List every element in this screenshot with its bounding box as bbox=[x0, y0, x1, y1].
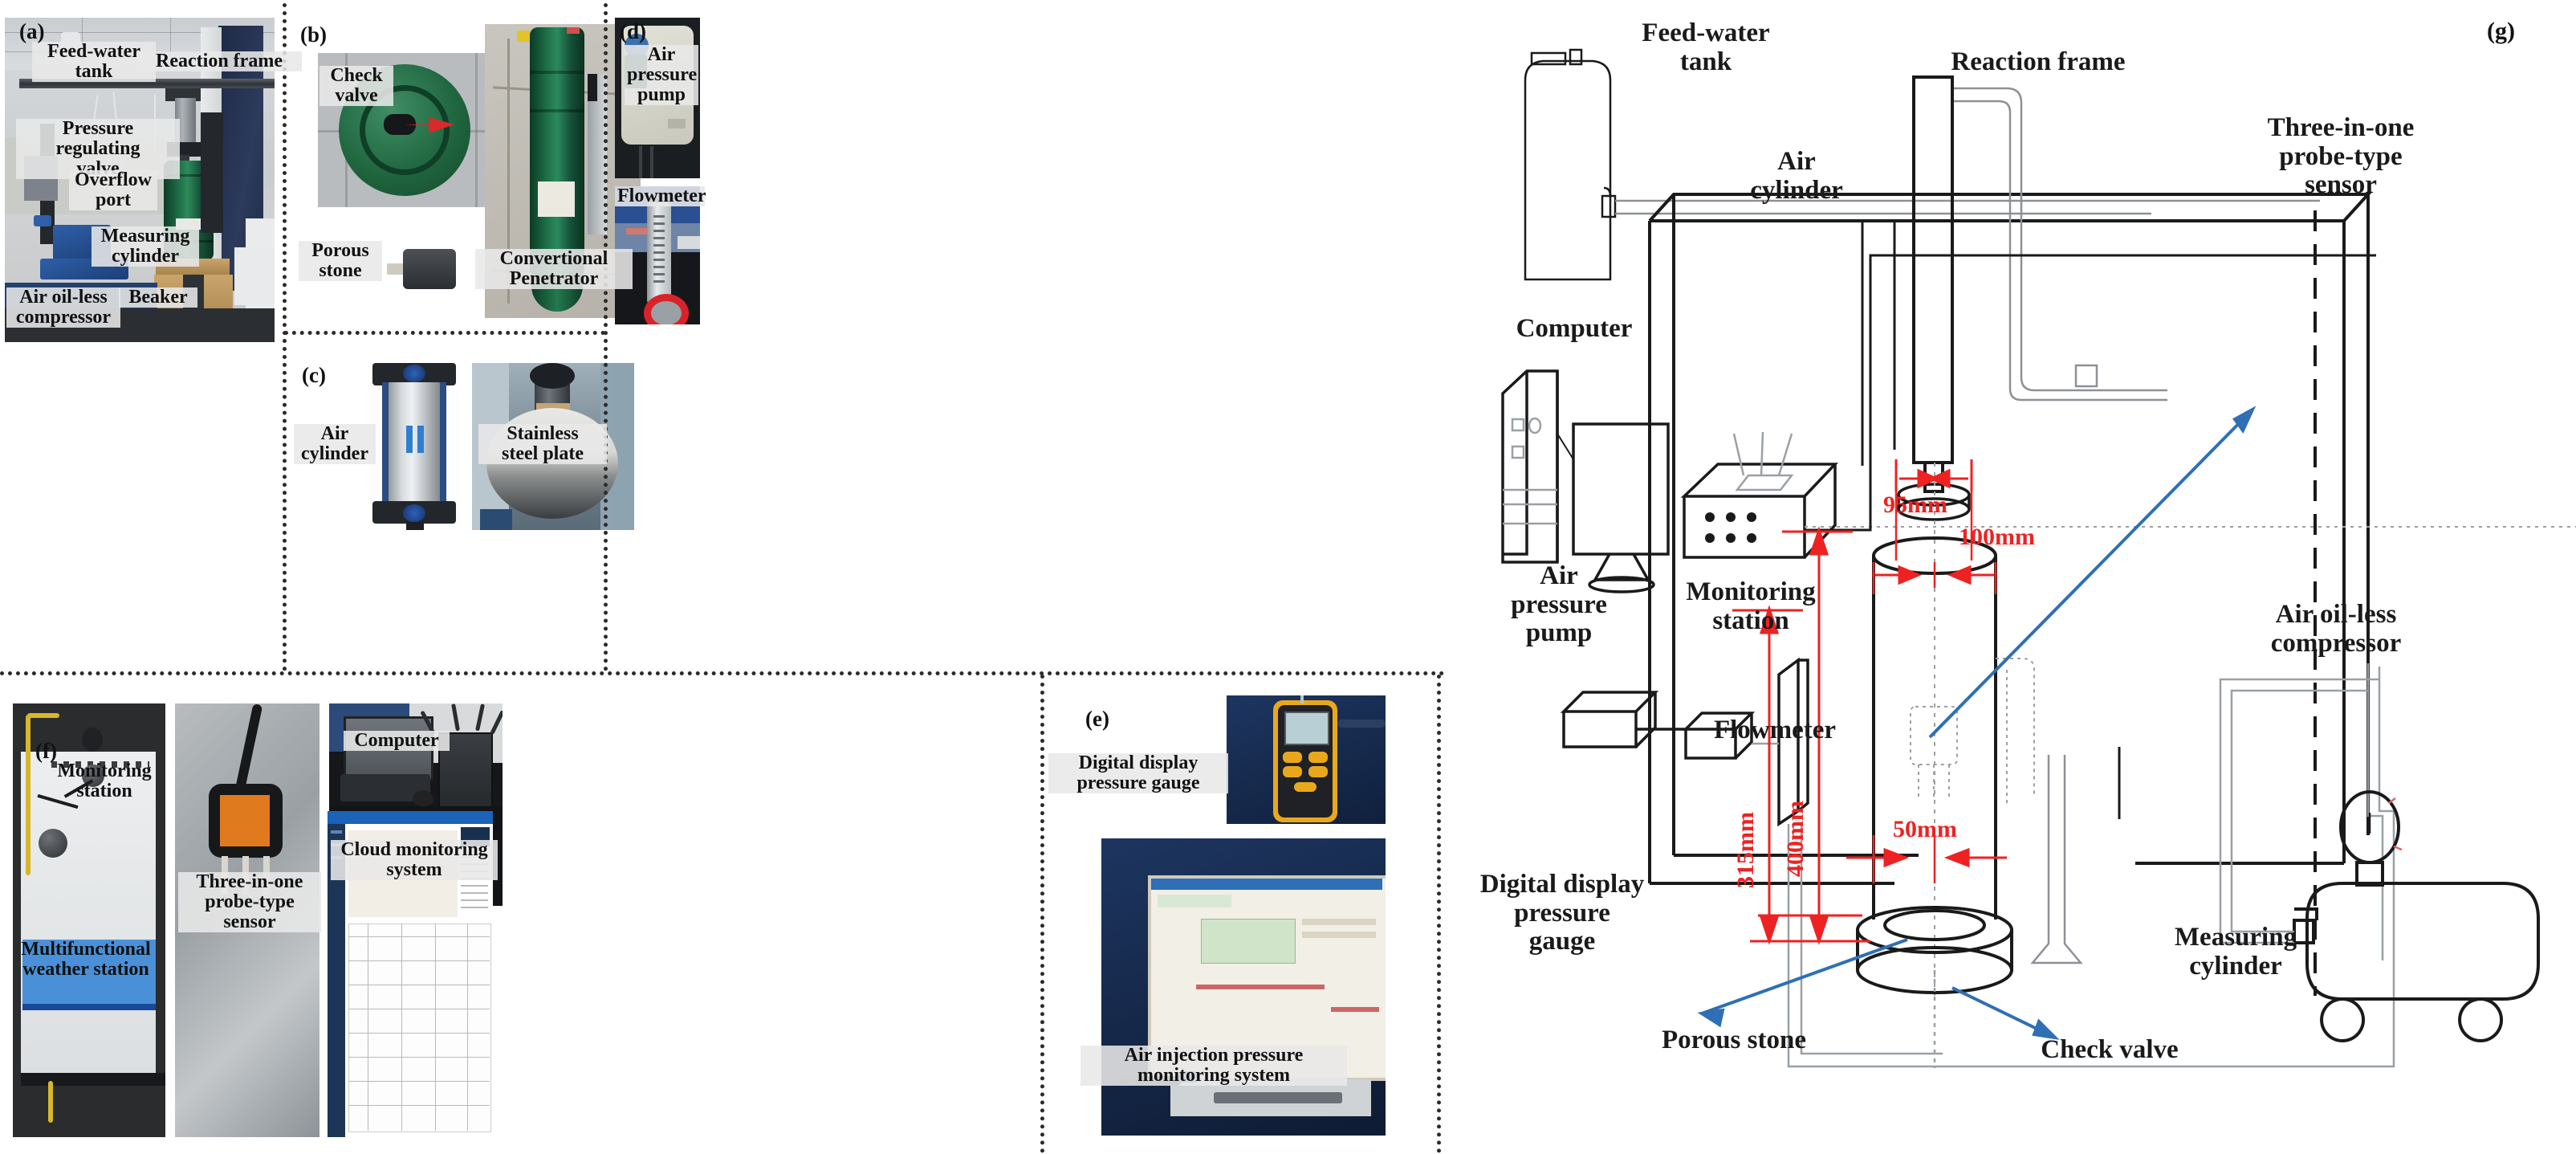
panel-b-valve-photo bbox=[318, 53, 499, 207]
label-overflow-port-a: Overflow port bbox=[69, 170, 157, 210]
label-feed-water-tank-a: Feed-water tank bbox=[32, 42, 156, 82]
label-measuring-cylinder-a: Measuring cylinder bbox=[92, 226, 199, 267]
sch-label-computer: Computer bbox=[1516, 314, 1633, 343]
panel-c-id: (c) bbox=[302, 363, 326, 387]
sch-dim-400mm: 400mm bbox=[1782, 801, 1809, 877]
sch-label-digital-display-pressure-gauge: Digital display pressure gauge bbox=[1479, 870, 1645, 956]
label-multifunctional-weather-station-f: Multifunctional weather station bbox=[21, 939, 151, 980]
red-arrow-icon bbox=[405, 117, 454, 133]
label-check-valve-b: Check valve bbox=[319, 66, 393, 106]
sch-label-reaction-frame: Reaction frame bbox=[1951, 47, 2126, 76]
divider-before-panel-e bbox=[1040, 675, 1044, 1153]
divider-after-panel-e bbox=[1437, 675, 1441, 1153]
label-computer-photo: Computer bbox=[344, 731, 450, 751]
sch-label-air-oil-less-compressor: Air oil-less compressor bbox=[2270, 600, 2402, 658]
label-stainless-steel-plate-c: Stainless steel plate bbox=[478, 424, 607, 464]
panel-e-id: (e) bbox=[1085, 707, 1109, 731]
sch-label-monitoring-station: Monitoring station bbox=[1686, 577, 1816, 635]
sch-label-porous-stone: Porous stone bbox=[1662, 1026, 1806, 1054]
label-beaker-a: Beaker bbox=[119, 287, 197, 308]
panel-f-id: (f) bbox=[35, 739, 57, 763]
panel-f-weatherstation-photo bbox=[13, 703, 165, 1137]
schematic-diagram: Feed-water tank Reaction frame Air cylin… bbox=[1445, 0, 2576, 1154]
panel-b-id: (b) bbox=[300, 22, 327, 47]
label-flowmeter-d: Flowmeter bbox=[615, 186, 706, 206]
label-air-pressure-pump-d: Air pressure pump bbox=[625, 45, 698, 105]
sch-label-feed-water-tank: Feed-water tank bbox=[1642, 18, 1770, 76]
label-monitoring-station-f: Monitoring station bbox=[57, 760, 152, 801]
divider-after-panel-bc bbox=[604, 3, 608, 671]
panel-d-id: (d) bbox=[620, 19, 646, 43]
sch-dim-95mm: 95mm bbox=[1883, 491, 1947, 518]
sch-dim-100mm: 100mm bbox=[1959, 524, 2035, 550]
divider-b-c bbox=[284, 331, 605, 335]
sch-dim-315mm: 315mm bbox=[1732, 812, 1759, 888]
sch-label-check-valve: Check valve bbox=[2041, 1035, 2179, 1064]
sch-label-three-in-one-sensor: Three-in-one probe-type sensor bbox=[2267, 113, 2415, 200]
sch-label-air-pressure-pump: Air pressure pump bbox=[1511, 561, 1607, 648]
panel-e-aip-photo bbox=[1101, 838, 1386, 1136]
sch-label-measuring-cylinder: Measuring cylinder bbox=[2174, 923, 2297, 981]
label-pressure-regulating-valve-a: Pressure regulating valve bbox=[16, 119, 180, 179]
label-air-injection-pressure-monitoring-system-e: Air injection pressure monitoring system bbox=[1080, 1046, 1347, 1086]
divider-after-panel-a bbox=[283, 3, 287, 671]
label-air-oil-less-compressor-a: Air oil-less compressor bbox=[6, 287, 120, 328]
divider-row1-bottom bbox=[0, 671, 1445, 675]
label-convertional-penetrator-b: Convertional Penetrator bbox=[475, 249, 633, 289]
panel-e-gauge-photo bbox=[1227, 695, 1386, 824]
panel-b-stone-photo bbox=[387, 244, 459, 294]
panel-g-id: (g) bbox=[2487, 18, 2515, 44]
label-reaction-frame-a: Reaction frame bbox=[136, 51, 302, 71]
schematic-svg bbox=[1501, 48, 2576, 1068]
sch-label-air-cylinder: Air cylinder bbox=[1750, 147, 1843, 205]
sch-label-flowmeter: Flowmeter bbox=[1713, 716, 1837, 744]
panel-c-aircylinder-photo bbox=[369, 363, 459, 530]
label-air-cylinder-c: Air cylinder bbox=[294, 424, 376, 464]
panel-a-id: (a) bbox=[19, 19, 45, 43]
label-digital-display-pressure-gauge-e: Digital display pressure gauge bbox=[1048, 753, 1228, 793]
label-three-in-one-sensor-photo: Three-in-one probe-type sensor bbox=[178, 872, 321, 932]
sch-dim-50mm: 50mm bbox=[1893, 816, 1957, 842]
label-cloud-monitoring-photo: Cloud monitoring system bbox=[331, 840, 498, 880]
label-porous-stone-b: Porous stone bbox=[299, 241, 382, 281]
